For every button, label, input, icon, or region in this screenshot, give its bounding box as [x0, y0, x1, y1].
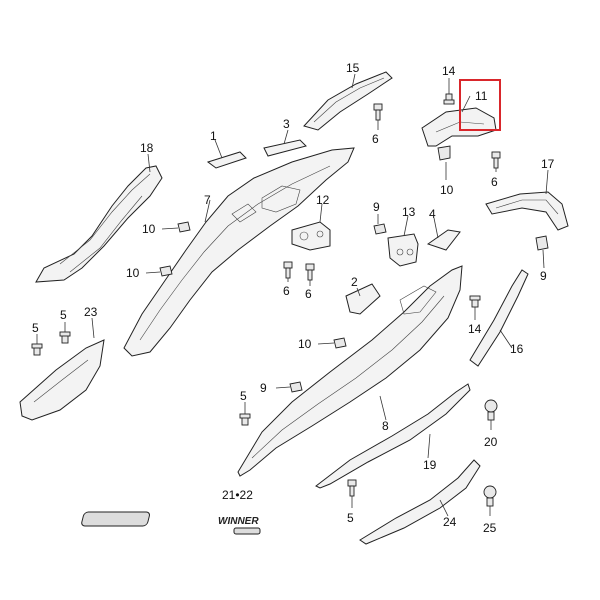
label-11: 11: [475, 89, 488, 103]
fastener-9b: [289, 381, 303, 393]
part-4: [426, 229, 461, 251]
fastener-5a: [31, 343, 43, 356]
label-10a: 10: [142, 222, 156, 236]
label-16: 16: [510, 342, 524, 356]
label-7: 7: [204, 193, 211, 207]
label-10c: 10: [298, 337, 312, 351]
part-18: [35, 165, 163, 283]
label-13: 13: [402, 205, 416, 219]
part-2: [345, 283, 381, 315]
part-13: [387, 233, 419, 267]
label-20: 20: [484, 435, 498, 449]
label-9b: 9: [260, 381, 267, 395]
part-16: [469, 269, 529, 367]
part-19: [315, 383, 471, 489]
fastener-10c: [333, 337, 347, 349]
fastener-9a: [373, 223, 387, 235]
label-17: 17: [541, 157, 555, 171]
label-18: 18: [140, 141, 154, 155]
part-3: [263, 139, 307, 157]
fastener-10a: [177, 221, 191, 233]
label-14a: 14: [442, 64, 456, 78]
part-15: [303, 71, 393, 131]
label-1: 1: [210, 129, 217, 143]
label-4: 4: [429, 207, 436, 221]
label-5a: 5: [32, 321, 39, 335]
fastener-5d: [347, 479, 357, 497]
label-8: 8: [382, 419, 389, 433]
label-23: 23: [84, 305, 98, 319]
label-10b: 10: [126, 266, 140, 280]
part-17: [485, 191, 569, 231]
fastener-6c: [283, 261, 293, 279]
fastener-6d: [305, 263, 315, 281]
fastener-9c: [535, 235, 549, 251]
label-21-22: 21•22: [222, 488, 253, 502]
label-10d: 10: [440, 183, 454, 197]
label-6a: 6: [372, 132, 379, 146]
label-6c: 6: [283, 284, 290, 298]
part-21-22-emblem: WINNER: [81, 511, 261, 535]
fastener-5b: [59, 331, 71, 344]
label-9c: 9: [540, 269, 547, 283]
label-5d: 5: [347, 511, 354, 525]
label-15: 15: [346, 61, 360, 75]
label-12: 12: [316, 193, 330, 207]
part-1: [206, 151, 247, 169]
fastener-5c: [239, 413, 251, 426]
part-23: [19, 339, 105, 421]
label-5b: 5: [60, 308, 67, 322]
label-6d: 6: [305, 287, 312, 301]
label-25: 25: [483, 521, 497, 535]
part-7: [123, 147, 355, 357]
part-24: [359, 459, 481, 545]
label-24: 24: [443, 515, 457, 529]
label-5c: 5: [240, 389, 247, 403]
fastener-6a: [373, 103, 383, 121]
part-8: [237, 265, 463, 477]
label-3: 3: [283, 117, 290, 131]
fastener-14a: [443, 93, 455, 105]
label-19: 19: [423, 458, 437, 472]
fastener-14b: [469, 295, 481, 308]
label-9a: 9: [373, 200, 380, 214]
fastener-10d: [437, 145, 451, 161]
label-6b: 6: [491, 175, 498, 189]
fastener-10b: [159, 265, 173, 277]
label-14b: 14: [468, 322, 482, 336]
fastener-6b: [491, 151, 501, 169]
label-2: 2: [351, 275, 358, 289]
highlight-box-11: [459, 79, 501, 131]
fastener-25: [483, 485, 497, 507]
part-12: [291, 221, 331, 251]
fastener-20: [484, 399, 498, 421]
emblem-text: WINNER: [218, 516, 259, 527]
